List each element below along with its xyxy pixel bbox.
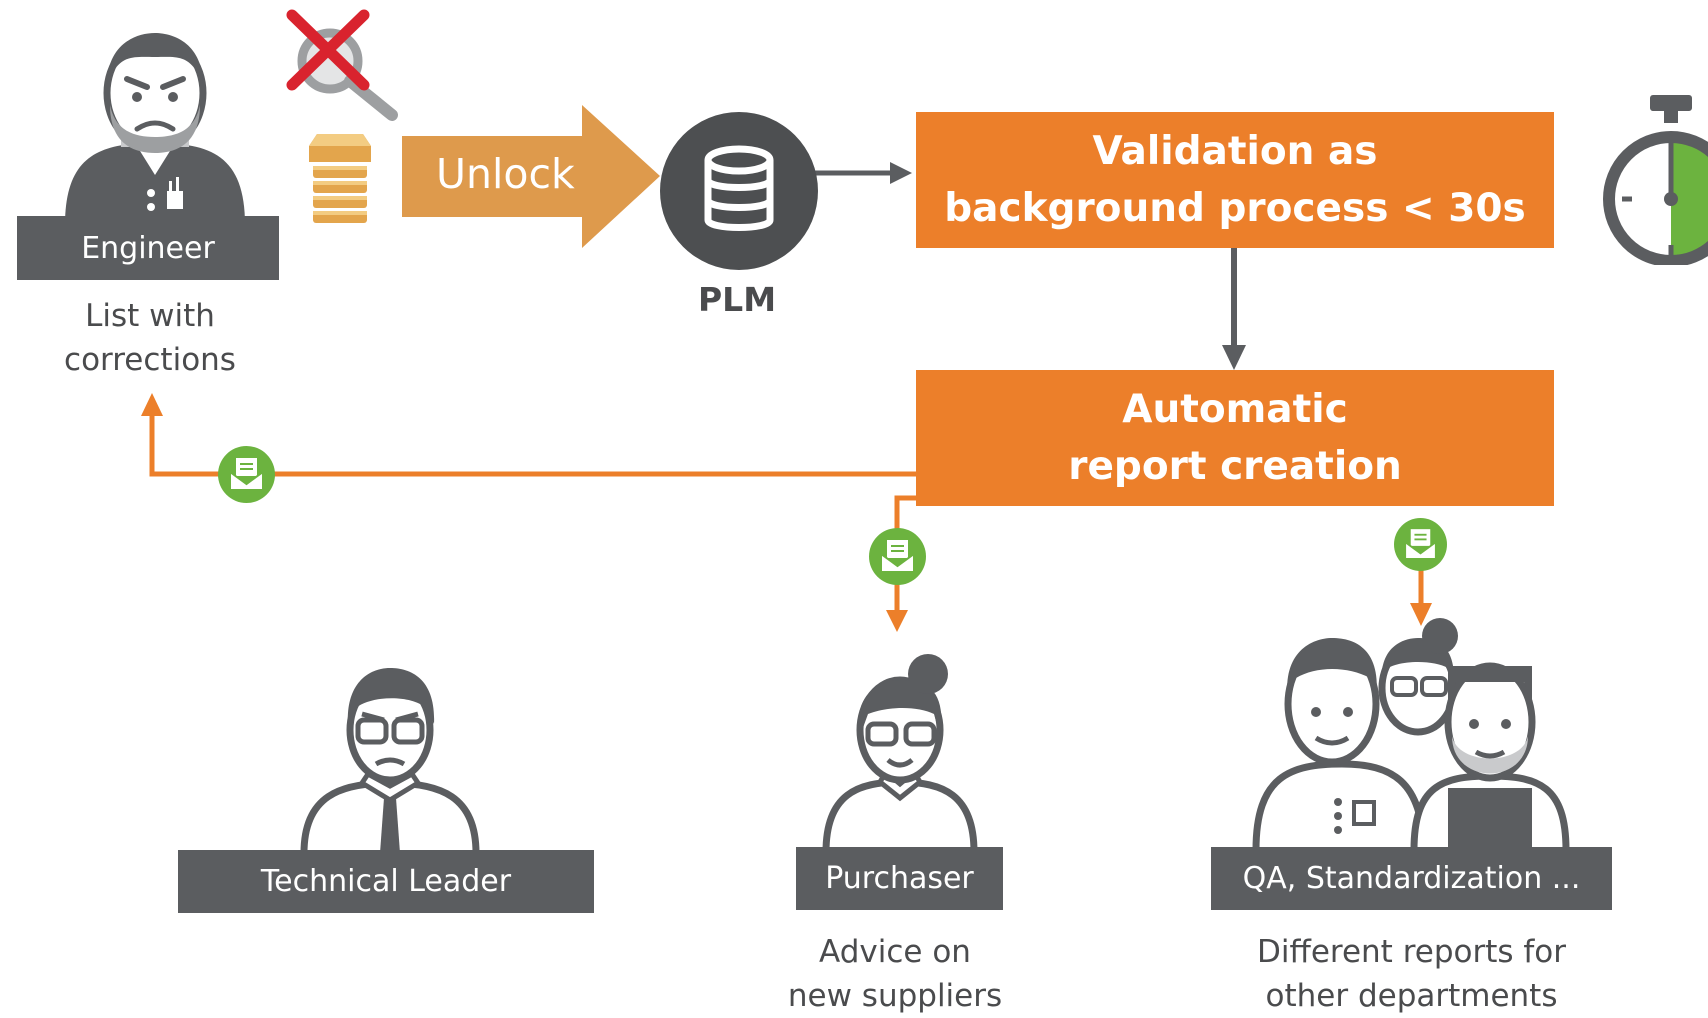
purchaser-caption: Advice on new suppliers bbox=[735, 930, 1055, 1018]
report-to-purchaser-arrowhead bbox=[886, 610, 908, 632]
qa-caption-line1: Different reports for bbox=[1256, 934, 1567, 970]
engineer-figure bbox=[65, 33, 245, 225]
qa-caption-line2: other departments bbox=[1265, 978, 1558, 1014]
validation-line2: background process < 30s bbox=[944, 186, 1526, 231]
mail-icon bbox=[869, 528, 926, 585]
report-line2: report creation bbox=[1068, 444, 1402, 489]
qa-group-figure bbox=[1252, 618, 1570, 850]
mail-icon bbox=[1394, 518, 1447, 571]
purchaser-caption-line1: Advice on bbox=[819, 934, 971, 970]
report-to-engineer-line bbox=[149, 415, 916, 477]
qa-caption: Different reports for other departments bbox=[1211, 930, 1612, 1018]
report-to-engineer-arrowhead bbox=[141, 393, 163, 416]
report-line1: Automatic bbox=[1122, 387, 1348, 432]
report-to-qa-arrowhead bbox=[1410, 603, 1432, 626]
part-icon bbox=[309, 134, 371, 223]
engineer-caption-line2: corrections bbox=[64, 342, 236, 378]
purchaser-figure bbox=[822, 654, 978, 852]
technical-leader-label: Technical Leader bbox=[178, 850, 594, 913]
database-icon bbox=[660, 112, 818, 270]
validation-to-report-arrowhead bbox=[1222, 345, 1246, 370]
validation-line1: Validation as bbox=[1092, 129, 1378, 174]
plm-to-validation-arrowhead bbox=[890, 162, 912, 184]
engineer-label: Engineer bbox=[17, 216, 279, 280]
unlock-arrow bbox=[402, 105, 660, 248]
stopwatch-icon bbox=[1603, 95, 1708, 265]
technical-leader-figure bbox=[300, 668, 480, 853]
report-box: Automatic report creation bbox=[916, 370, 1554, 506]
qa-label: QA, Standardization ... bbox=[1211, 847, 1612, 910]
purchaser-label: Purchaser bbox=[796, 847, 1003, 910]
mail-icon bbox=[218, 446, 275, 503]
plm-label: PLM bbox=[698, 280, 777, 319]
validation-box: Validation as background process < 30s bbox=[916, 112, 1554, 248]
unlock-label: Unlock bbox=[436, 150, 575, 198]
engineer-caption-line1: List with bbox=[85, 298, 215, 334]
no-search-icon bbox=[286, 9, 398, 121]
engineer-caption: List with corrections bbox=[17, 294, 283, 382]
purchaser-caption-line2: new suppliers bbox=[787, 978, 1003, 1014]
